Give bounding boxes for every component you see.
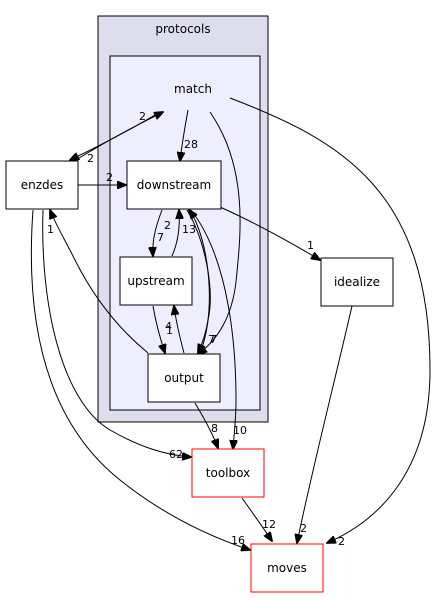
edge-label-match-output: 7 <box>208 333 215 346</box>
node-output-label: output <box>164 371 204 385</box>
edges <box>30 97 431 550</box>
edge-enzdes-match <box>75 112 163 161</box>
edge-output-upstream <box>174 306 185 354</box>
edge-downstream-upstream <box>153 209 163 256</box>
edge-label-upstream-downstream: 2 <box>164 219 171 232</box>
edge-label-downstream-upstream: 7 <box>157 231 164 244</box>
edge-upstream-output <box>152 305 165 353</box>
edge-label-downstream-output: 7 <box>210 333 217 346</box>
edge-label-match-moves: 2 <box>338 535 345 548</box>
node-enzdes[interactable]: enzdes <box>5 160 79 210</box>
edge-label-output-upstream: 4 <box>165 320 172 333</box>
edge-label-idealize-moves: 2 <box>300 522 307 535</box>
node-downstream-label: downstream <box>137 178 211 192</box>
edge-label-toolbox-moves: 12 <box>262 518 276 531</box>
edge-label-downstream-idealize: 1 <box>307 239 314 252</box>
edge-label-enzdes-match: 2 <box>139 110 146 123</box>
edge-output-enzdes <box>50 210 149 354</box>
edge-upstream-downstream <box>171 210 179 257</box>
edge-label-upstream-output: 1 <box>166 324 173 337</box>
node-upstream-label: upstream <box>127 274 184 288</box>
node-moves-label: moves <box>267 561 307 575</box>
edge-match-moves <box>229 97 431 543</box>
edge-output-downstream <box>189 210 210 354</box>
edge-label-match-enzdes: 2 <box>87 152 94 165</box>
node-enzdes-label: enzdes <box>21 178 64 192</box>
node-downstream[interactable]: downstream <box>126 160 222 210</box>
edge-enzdes-toolbox <box>42 209 191 457</box>
edge-labels: 2 2 28 7 2 2 62 16 7 2 7 13 1 10 1 4 1 8… <box>47 110 345 548</box>
edge-label-enzdes-toolbox: 62 <box>169 448 183 461</box>
node-upstream[interactable]: upstream <box>119 256 193 306</box>
edge-match-output <box>198 111 241 354</box>
cluster-match[interactable]: match <box>109 55 261 411</box>
node-toolbox-label: toolbox <box>206 466 250 480</box>
edge-label-output-toolbox: 8 <box>211 422 218 435</box>
edge-downstream-toolbox <box>190 209 236 449</box>
edge-label-enzdes-downstream: 2 <box>106 171 113 184</box>
edge-output-toolbox <box>194 402 218 448</box>
edge-label-enzdes-moves: 16 <box>231 534 245 547</box>
edge-match-downstream <box>180 109 189 161</box>
cluster-match-label: match <box>174 82 212 96</box>
edge-label-output-downstream: 13 <box>182 223 196 236</box>
cluster-protocols-label: protocols <box>155 22 210 36</box>
edge-enzdes-moves <box>30 209 250 550</box>
node-idealize[interactable]: idealize <box>320 257 394 307</box>
node-moves[interactable]: moves <box>250 543 324 593</box>
edge-label-match-downstream: 28 <box>184 138 198 151</box>
node-toolbox[interactable]: toolbox <box>191 448 265 498</box>
edge-idealize-moves <box>297 305 353 543</box>
node-idealize-label: idealize <box>334 275 380 289</box>
node-output[interactable]: output <box>147 353 221 403</box>
edge-toolbox-moves <box>241 497 272 541</box>
edge-downstream-idealize <box>219 206 320 260</box>
edge-label-output-enzdes: 1 <box>47 223 54 236</box>
edge-label-downstream-toolbox: 10 <box>233 424 247 437</box>
